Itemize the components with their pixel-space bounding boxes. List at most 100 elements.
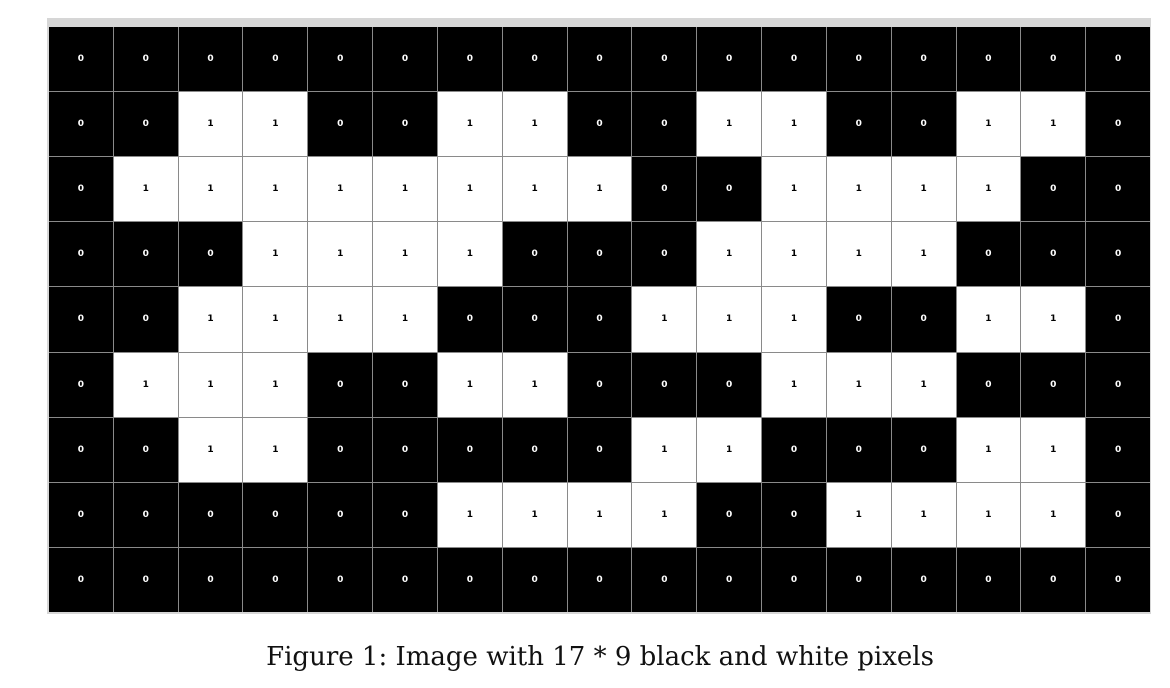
pixel-cell: 1 xyxy=(502,92,567,157)
pixel-cell: 1 xyxy=(373,157,437,222)
pixel-cell: 0 xyxy=(1086,352,1150,417)
pixel-cell: 0 xyxy=(567,352,632,417)
pixel-cell: 0 xyxy=(49,482,113,547)
pixel-cell: 0 xyxy=(502,27,567,92)
pixel-cell: 0 xyxy=(113,222,178,287)
pixel-cell: 0 xyxy=(1086,547,1150,612)
pixel-cell: 0 xyxy=(826,547,891,612)
pixel-cell: 0 xyxy=(49,157,113,222)
pixel-cell: 1 xyxy=(632,482,697,547)
pixel-cell: 0 xyxy=(178,482,243,547)
pixel-cell: 0 xyxy=(49,352,113,417)
pixel-cell: 1 xyxy=(1021,417,1086,482)
pixel-cell: 1 xyxy=(697,417,762,482)
pixel-cell: 0 xyxy=(243,27,308,92)
pixel-cell: 0 xyxy=(49,547,113,612)
pixel-cell: 1 xyxy=(826,157,891,222)
pixel-cell: 1 xyxy=(437,92,502,157)
pixel-cell: 1 xyxy=(956,482,1021,547)
pixel-cell: 1 xyxy=(697,222,762,287)
pixel-cell: 1 xyxy=(113,352,178,417)
pixel-cell: 0 xyxy=(891,92,956,157)
pixel-cell: 0 xyxy=(697,352,762,417)
pixel-cell: 0 xyxy=(891,417,956,482)
pixel-cell: 1 xyxy=(437,352,502,417)
pixel-cell: 0 xyxy=(762,417,826,482)
pixel-cell: 0 xyxy=(1086,222,1150,287)
pixel-cell: 1 xyxy=(243,157,308,222)
pixel-cell: 1 xyxy=(243,352,308,417)
pixel-cell: 1 xyxy=(956,92,1021,157)
pixel-cell: 0 xyxy=(891,27,956,92)
pixel-cell: 0 xyxy=(956,352,1021,417)
pixel-cell: 0 xyxy=(49,92,113,157)
pixel-cell: 0 xyxy=(178,222,243,287)
pixel-cell: 1 xyxy=(502,157,567,222)
pixel-cell: 0 xyxy=(1021,27,1086,92)
pixel-cell: 0 xyxy=(632,27,697,92)
pixel-cell: 0 xyxy=(697,547,762,612)
pixel-cell: 0 xyxy=(49,417,113,482)
pixel-cell: 0 xyxy=(437,417,502,482)
pixel-cell: 1 xyxy=(956,157,1021,222)
pixel-cell: 1 xyxy=(956,287,1021,352)
pixel-cell: 0 xyxy=(373,482,437,547)
pixel-cell: 0 xyxy=(243,547,308,612)
pixel-cell: 0 xyxy=(437,27,502,92)
pixel-cell: 0 xyxy=(826,417,891,482)
pixel-cell: 0 xyxy=(826,27,891,92)
pixel-cell: 0 xyxy=(502,417,567,482)
pixel-cell: 0 xyxy=(762,27,826,92)
pixel-cell: 0 xyxy=(1086,287,1150,352)
pixel-cell: 0 xyxy=(178,547,243,612)
pixel-cell: 0 xyxy=(373,27,437,92)
pixel-cell: 0 xyxy=(373,92,437,157)
pixel-cell: 0 xyxy=(956,27,1021,92)
pixel-cell: 0 xyxy=(1021,222,1086,287)
pixel-cell: 0 xyxy=(567,222,632,287)
pixel-cell: 0 xyxy=(891,287,956,352)
pixel-cell: 0 xyxy=(113,287,178,352)
pixel-cell: 0 xyxy=(243,482,308,547)
pixel-cell: 1 xyxy=(632,287,697,352)
pixel-cell: 1 xyxy=(243,287,308,352)
pixel-cell: 0 xyxy=(308,547,373,612)
pixel-cell: 0 xyxy=(632,92,697,157)
figure-caption: Figure 1: Image with 17 * 9 black and wh… xyxy=(266,642,934,672)
pixel-cell: 0 xyxy=(762,482,826,547)
pixel-cell: 0 xyxy=(826,287,891,352)
pixel-cell: 1 xyxy=(178,352,243,417)
pixel-cell: 0 xyxy=(956,547,1021,612)
pixel-cell: 1 xyxy=(437,482,502,547)
pixel-cell: 0 xyxy=(113,547,178,612)
pixel-cell: 0 xyxy=(373,547,437,612)
pixel-cell: 1 xyxy=(567,157,632,222)
pixel-cell: 1 xyxy=(826,352,891,417)
pixel-cell: 0 xyxy=(308,482,373,547)
pixel-cell: 0 xyxy=(632,547,697,612)
pixel-cell: 0 xyxy=(49,222,113,287)
pixel-cell: 1 xyxy=(697,287,762,352)
pixel-cell: 1 xyxy=(567,482,632,547)
pixel-cell: 1 xyxy=(437,157,502,222)
pixel-cell: 0 xyxy=(113,92,178,157)
pixel-cell: 1 xyxy=(243,222,308,287)
pixel-cell: 0 xyxy=(697,157,762,222)
pixel-cell: 0 xyxy=(178,27,243,92)
pixel-cell: 0 xyxy=(632,352,697,417)
pixel-cell: 1 xyxy=(178,92,243,157)
pixel-cell: 0 xyxy=(502,222,567,287)
pixel-cell: 1 xyxy=(1021,287,1086,352)
pixel-cell: 0 xyxy=(1086,92,1150,157)
pixel-cell: 1 xyxy=(762,287,826,352)
pixel-cell: 0 xyxy=(1086,27,1150,92)
pixel-cell: 0 xyxy=(956,222,1021,287)
pixel-cell: 1 xyxy=(373,222,437,287)
pixel-cell: 1 xyxy=(308,157,373,222)
pixel-cell: 1 xyxy=(762,222,826,287)
pixel-cell: 1 xyxy=(178,157,243,222)
pixel-cell: 0 xyxy=(632,157,697,222)
pixel-cell: 1 xyxy=(437,222,502,287)
pixel-cell: 1 xyxy=(243,417,308,482)
pixel-cell: 1 xyxy=(826,482,891,547)
